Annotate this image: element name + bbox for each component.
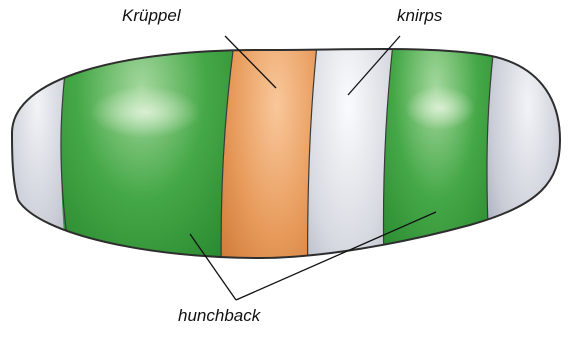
highlight-green-posterior (405, 86, 475, 130)
label-knirps: knirps (397, 6, 442, 26)
highlight-green-anterior (90, 86, 200, 138)
label-kruppel: Krüppel (122, 6, 181, 26)
label-hunchback: hunchback (178, 306, 260, 326)
band-hunchback-anterior (61, 0, 240, 300)
band-hunchback-posterior (383, 0, 500, 300)
band-terminal-right (487, 0, 569, 300)
